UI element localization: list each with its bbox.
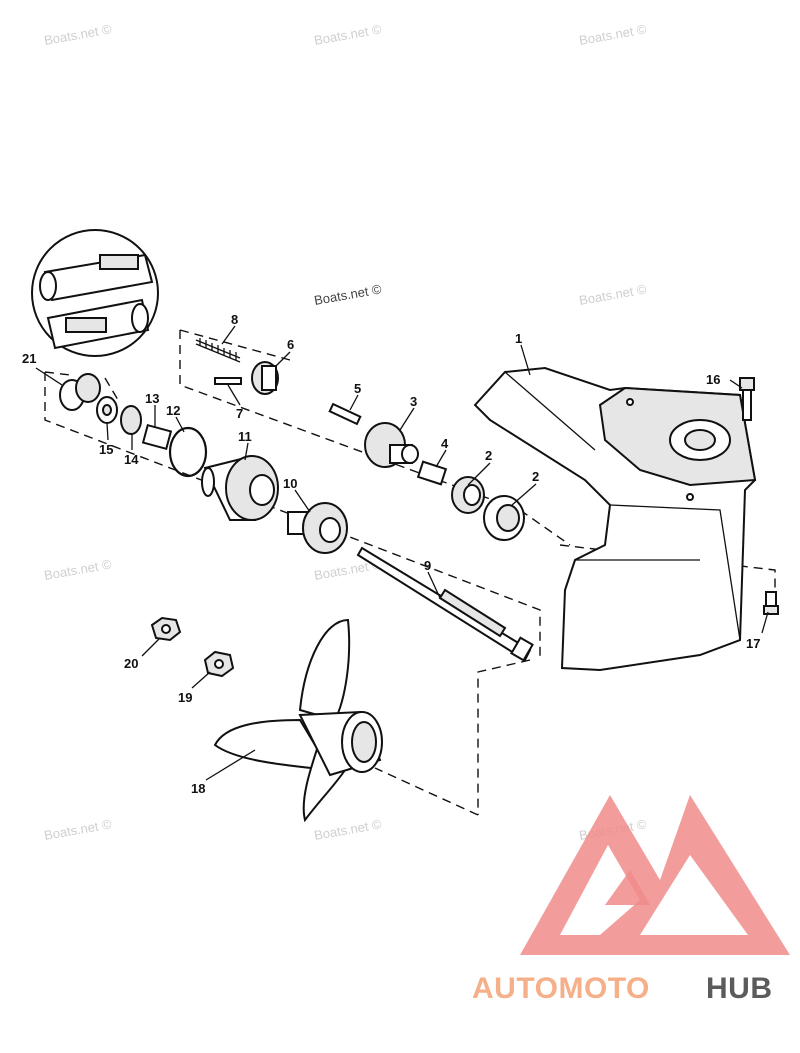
propeller-18 (213, 618, 383, 823)
watermark: Boats.net © (578, 281, 648, 308)
bushing-4 (416, 460, 448, 486)
callout-19: 19 (178, 690, 192, 705)
gear-housing (473, 366, 757, 672)
watermark: Boats.net © (578, 21, 648, 48)
watermark: Boats.net © (43, 816, 113, 843)
bearing-carrier-11 (201, 455, 279, 521)
callout-15: 15 (99, 442, 113, 457)
screw-17 (763, 591, 779, 615)
watermark: Boats.net © (313, 21, 383, 48)
leader-lines (35, 325, 769, 781)
callout-3: 3 (410, 394, 417, 409)
cross-pin-7 (214, 377, 242, 385)
bushing-13 (141, 423, 173, 451)
callout-21: 21 (22, 351, 36, 366)
clutch-6 (251, 361, 279, 395)
callout-8: 8 (231, 312, 238, 327)
o-ring-12 (168, 426, 208, 478)
callout-2: 2 (532, 469, 539, 484)
watermark: Boats.net © (43, 21, 113, 48)
callout-4: 4 (441, 436, 449, 451)
callout-10: 10 (283, 476, 297, 491)
brand-name-primary: AUTOMOTO (472, 972, 650, 1005)
spring-8 (195, 338, 241, 363)
nut-20 (150, 616, 182, 642)
callout-6: 6 (287, 337, 294, 352)
bearing-14 (120, 405, 142, 435)
callout-18: 18 (191, 781, 205, 796)
automotohub-logo: AUTOMOTO HUB (472, 795, 790, 1005)
detail-inset (31, 229, 159, 357)
callout-20: 20 (124, 656, 138, 671)
watermark: Boats.net © (313, 281, 383, 308)
gear-10 (287, 502, 348, 554)
washer-15 (96, 396, 118, 424)
watermark: Boats.net © (43, 556, 113, 583)
watermark: Boats.net © (313, 816, 383, 843)
bearing-2 (451, 476, 525, 541)
callout-14: 14 (124, 452, 139, 467)
brand-name-secondary: HUB (706, 972, 773, 1005)
propeller-shaft-9 (356, 546, 534, 662)
callout-7: 7 (236, 406, 243, 421)
callout-5: 5 (354, 381, 361, 396)
gear-3 (364, 422, 419, 468)
callout-16: 16 (706, 372, 720, 387)
callout-17: 17 (746, 636, 760, 651)
callout-11: 11 (238, 429, 252, 444)
callout-numbers: 1 2 2 3 4 5 6 7 8 9 10 11 12 13 14 15 16… (22, 312, 760, 796)
thrust-hub-21 (59, 373, 101, 411)
callout-1: 1 (515, 331, 522, 346)
callout-13: 13 (145, 391, 159, 406)
pin-5 (328, 402, 362, 426)
callout-9: 9 (424, 558, 431, 573)
callout-2: 2 (485, 448, 492, 463)
bolt-16 (739, 377, 755, 421)
callout-12: 12 (166, 403, 180, 418)
assembly-lines (44, 329, 776, 816)
